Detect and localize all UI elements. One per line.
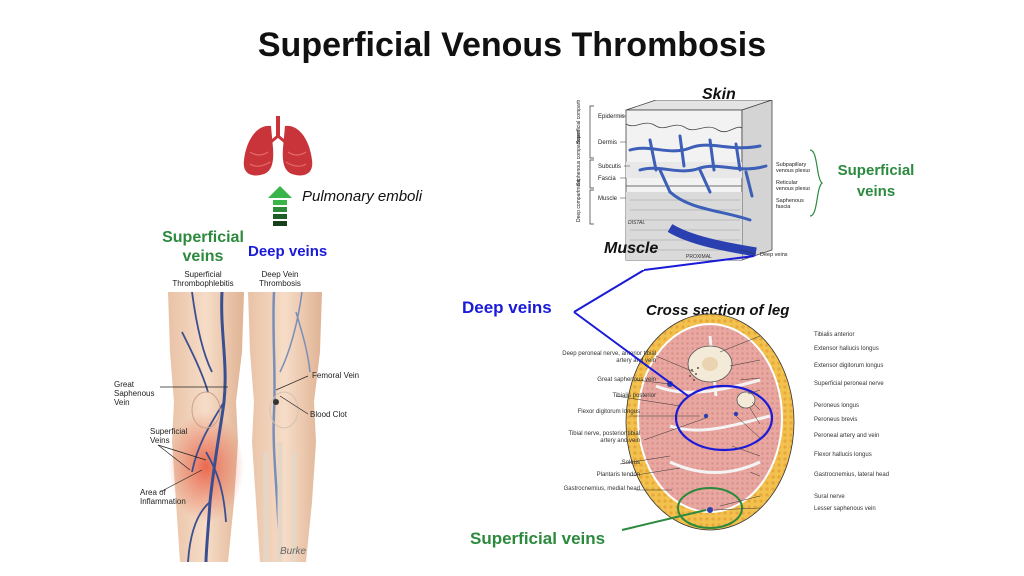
svg-text:Muscle: Muscle [598, 196, 618, 202]
svg-text:Dermis: Dermis [598, 140, 617, 146]
cs-right-label-11: Lesser saphenous vein [814, 506, 876, 512]
svg-text:Subpapillary: Subpapillary [776, 162, 807, 168]
label-superficial-veins: Superficial Veins [150, 427, 188, 445]
svg-text:Subcutis: Subcutis [598, 164, 621, 170]
page-title: Superficial Venous Thrombosis [257, 26, 767, 64]
label-femoral-vein: Femoral Vein [312, 371, 360, 380]
svg-text:Deep veins: Deep veins [760, 252, 788, 258]
left-leg-title: Superficial Thrombophlebitis [172, 270, 234, 288]
pulmonary-emboli-caption: Pulmonary emboli [302, 188, 423, 205]
cs-right-label-3: Extensor digitorum longus [814, 363, 884, 369]
cs-left-label-4: Flexor digitorum longus [577, 409, 640, 415]
leg-cross-section [615, 313, 795, 531]
cs-right-label-6: Peroneus brevis [814, 417, 858, 423]
cross-section-title: Cross section of leg [646, 302, 790, 319]
cs-right-label-4: Superficial peroneal nerve [814, 381, 884, 387]
label-area-inflammation: Area of Inflammation [140, 488, 186, 506]
cs-left-label-1: Deep peroneal nerve, anterior tibial art… [562, 351, 656, 364]
svg-text:Fascia: Fascia [598, 176, 616, 182]
cs-left-label-6: Soleus [621, 460, 640, 466]
svg-text:Reticular: Reticular [776, 180, 798, 186]
cs-right-label-9: Gastrocnemius, lateral head [814, 472, 890, 478]
label-great-saphenous: Great Saphenous Vein [114, 380, 155, 407]
cross-deep-label: Deep veins [462, 298, 552, 317]
svg-text:fascia: fascia [776, 204, 791, 210]
label-blood-clot: Blood Clot [310, 410, 347, 419]
svg-text:venous plexus: venous plexus [776, 168, 810, 174]
skin-block-diagram: Epidermis Dermis Subcutis Fascia Muscle … [576, 100, 810, 261]
connector-to-skin [644, 255, 755, 271]
cross-superficial-label: Superficial veins [470, 529, 606, 548]
cs-left-label-3: Tibialis posterior [612, 393, 656, 399]
leg-leader-lines [157, 375, 309, 493]
svg-text:venous plexus: venous plexus [776, 186, 810, 192]
cs-left-label-2: Great saphenous vein [597, 377, 656, 383]
legs-deep-heading: Deep veins [248, 243, 328, 260]
svg-text:Superficial compartment: Superficial compartment [576, 100, 582, 144]
skin-superficial-label: Superficial veins [837, 162, 915, 200]
superficial-bracket [809, 149, 823, 217]
svg-text:Deep compartment: Deep compartment [576, 179, 582, 222]
legs-illustration: Burke [168, 292, 322, 562]
arrow-up-icon [268, 186, 292, 226]
svg-text:Burke: Burke [280, 546, 307, 557]
legs-superficial-heading: Superficial veins [162, 229, 244, 265]
muscle-label: Muscle [604, 240, 659, 257]
cs-right-label-1: Tibialis anterior [814, 332, 855, 338]
cs-right-label-5: Peroneus longus [814, 403, 860, 409]
cs-left-label-8: Gastrocnemius, medial head [563, 486, 640, 492]
cs-right-label-7: Peroneal artery and vein [814, 433, 880, 439]
cs-left-label-7: Plantaris tendon [596, 472, 640, 478]
svg-text:Saphenous: Saphenous [776, 198, 804, 204]
lungs-icon [243, 116, 313, 176]
cs-right-label-10: Sural nerve [814, 494, 845, 500]
right-leg-title: Deep Vein Thrombosis [259, 270, 301, 288]
svg-text:DISTAL: DISTAL [628, 220, 645, 226]
connector-lines [573, 270, 707, 531]
svg-text:Saphenous compartment: Saphenous compartment [576, 130, 582, 186]
svg-text:PROXIMAL: PROXIMAL [686, 254, 712, 260]
skin-label: Skin [702, 86, 736, 103]
cs-left-label-5: Tibial nerve, posterior tibial artery an… [568, 431, 640, 444]
cs-right-label-2: Extensor hallucis longus [814, 346, 879, 352]
cs-right-label-8: Flexor hallucis longus [814, 452, 872, 458]
svg-text:Epidermis: Epidermis [598, 114, 625, 120]
